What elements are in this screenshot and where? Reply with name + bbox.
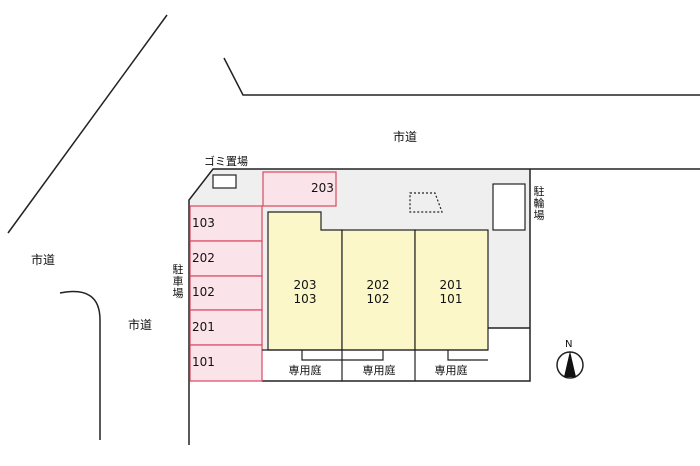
road-label-top: 市道 — [393, 130, 418, 144]
unit-number: 103 — [293, 292, 317, 306]
unit-number: 101 — [439, 292, 463, 306]
road-edge-top — [223, 57, 700, 96]
north-label: N — [565, 339, 573, 350]
parking-space-101 — [189, 344, 263, 382]
parking-number: 201 — [192, 320, 215, 334]
road-edge-curve — [59, 290, 101, 440]
unit-number: 102 — [366, 292, 390, 306]
site-boundary — [188, 168, 700, 445]
bicycle-parking-label: 駐輪場 — [533, 185, 545, 222]
road-label-left: 市道 — [31, 253, 56, 267]
garden-label: 専用庭 — [288, 364, 322, 377]
parking-number: 102 — [192, 285, 215, 299]
north-arrow-icon — [556, 351, 584, 379]
bicycle-parking-area — [492, 183, 526, 231]
parking-space-203 — [262, 171, 337, 207]
road-edge-diagonal — [7, 14, 168, 234]
parking-space-102 — [189, 275, 263, 311]
parking-number: 103 — [192, 216, 215, 230]
parking-number: 101 — [192, 355, 215, 369]
garden-label: 専用庭 — [362, 364, 396, 377]
garbage-box — [212, 174, 237, 189]
parking-space-201 — [189, 309, 263, 346]
parking-label: 駐車場 — [172, 263, 184, 300]
parking-number: 203 — [311, 181, 334, 195]
unit-202-102 — [341, 229, 416, 351]
dotted-feature — [409, 192, 443, 213]
unit-number: 203 — [293, 278, 317, 292]
unit-number: 201 — [439, 278, 463, 292]
garden-label: 専用庭 — [434, 364, 468, 377]
unit-201-101 — [414, 229, 489, 351]
road-label-bottom-left: 市道 — [128, 318, 153, 332]
garbage-label: ゴミ置場 — [204, 155, 248, 168]
parking-space-103 — [189, 205, 263, 242]
parking-number: 202 — [192, 251, 215, 265]
unit-number: 202 — [366, 278, 390, 292]
